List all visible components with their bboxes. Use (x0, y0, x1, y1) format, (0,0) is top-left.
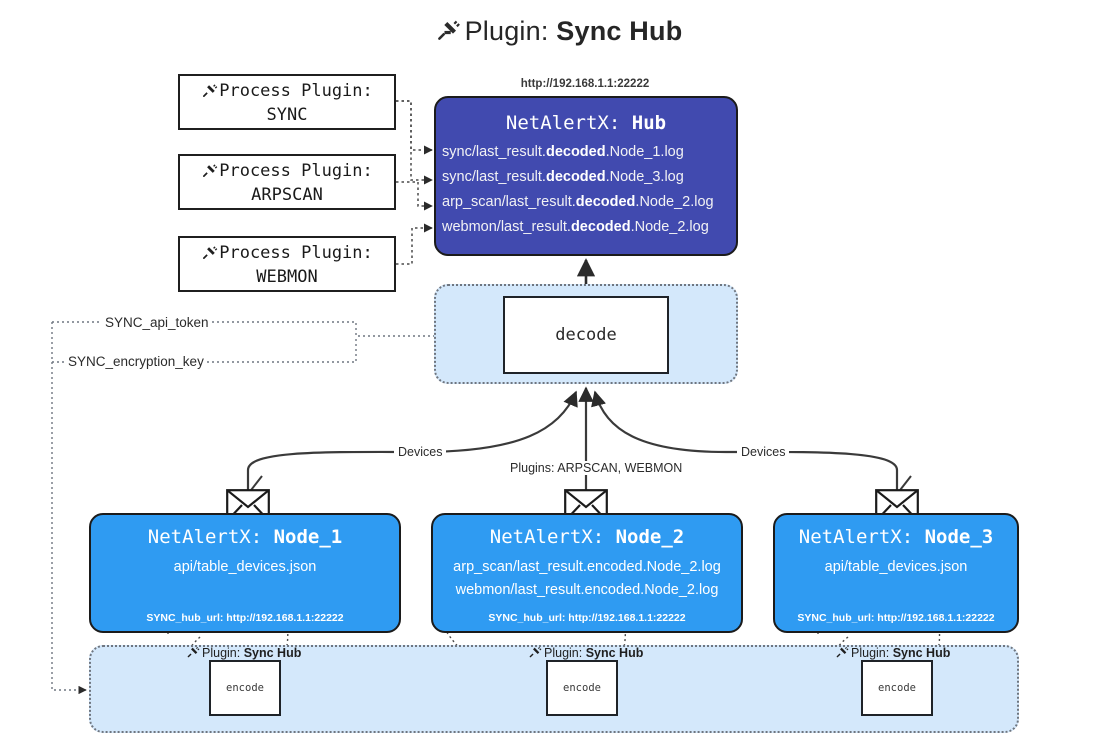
hub-row-post: .Node_1.log (605, 144, 684, 160)
edge-node3-to-decode (591, 390, 899, 494)
node-title: NetAlertX: Node_2 (433, 526, 741, 548)
hub-row-post: .Node_3.log (605, 168, 684, 185)
node-line: api/table_devices.json (824, 559, 968, 575)
hub-row: sync/last_result.decoded.Node_3.log (436, 165, 736, 190)
hub-row: arp_scan/last_result.decoded.Node_2.log (436, 190, 736, 215)
hub-row-bold: decoded (570, 218, 631, 235)
plugin-caption-name: Sync Hub (585, 646, 644, 660)
hub-row: sync/last_result.decoded.Node_1.log (436, 140, 736, 165)
edge-node1-to-decode (246, 390, 578, 494)
plugin-caption-node-3: Plugin: Sync Hub (835, 645, 950, 662)
hub-title-prefix: NetAlertX: (505, 112, 632, 134)
hub-row-post: .Node_2.log (635, 193, 714, 210)
hub-row-list: sync/last_result.decoded.Node_1.log sync… (436, 140, 736, 240)
process-plugin-sync-box[interactable]: Process Plugin: SYNC (178, 74, 396, 130)
edge-sync-to-hub-row1 (396, 100, 433, 155)
node-line-list: api/table_devices.json (775, 556, 1017, 579)
hub-row-bold: decoded (545, 168, 606, 185)
encode-box-node-3[interactable]: encode (861, 660, 933, 716)
process-plugin-label: Process Plugin: (219, 243, 373, 263)
node-line: arp_scan/last_result.encoded.Node_2.log (453, 559, 721, 575)
process-plugin-name: ARPSCAN (251, 184, 323, 205)
plug-icon (186, 645, 200, 662)
hub-row-pre: arp_scan/last_result. (442, 193, 576, 210)
node-line: webmon/last_result.encoded.Node_2.log (455, 582, 719, 599)
node-title-prefix: NetAlertX: (147, 526, 274, 548)
edge-webmon-to-hub-row4 (396, 223, 433, 265)
plugin-caption-prefix: Plugin: (202, 646, 244, 660)
encode-box-node-1[interactable]: encode (209, 660, 281, 716)
node-line-list: api/table_devices.json (91, 556, 399, 579)
node-line: api/table_devices.json (173, 559, 317, 575)
process-plugin-name: WEBMON (256, 266, 318, 287)
node-title: NetAlertX: Node_1 (91, 526, 399, 548)
edge-label-devices-left: Devices (394, 445, 447, 459)
hub-row-post: .Node_2.log (630, 218, 709, 235)
plugin-caption-node-1: Plugin: Sync Hub (186, 645, 301, 662)
decode-box[interactable]: decode (503, 296, 669, 374)
node-title-name: Node_2 (615, 526, 685, 548)
hub-row-bold: decoded (545, 144, 606, 160)
plug-icon (435, 17, 461, 50)
process-plugin-webmon-box[interactable]: Process Plugin: WEBMON (178, 236, 396, 292)
process-plugin-name: SYNC (266, 104, 308, 125)
plug-icon (835, 645, 849, 662)
plug-icon (201, 244, 218, 267)
node-title-name: Node_1 (273, 526, 343, 548)
hub-url-label: http://192.168.1.1:22222 (520, 78, 650, 90)
node-hub-url-label: SYNC_hub_url: http://192.168.1.1:22222 (797, 612, 995, 624)
edge-label-plugins: Plugins: ARPSCAN, WEBMON (506, 461, 687, 475)
plugin-caption-node-2: Plugin: Sync Hub (528, 645, 643, 662)
hub-row-pre: sync/last_result. (442, 144, 546, 160)
edge-sync-to-hub-row2 (396, 100, 433, 185)
hub-title-name: Hub (631, 112, 667, 134)
plugin-caption-name: Sync Hub (243, 646, 302, 660)
hub-title: NetAlertX: Hub (436, 112, 736, 134)
page-title: Plugin: Sync Hub (0, 16, 1117, 50)
process-plugin-arpscan-box[interactable]: Process Plugin: ARPSCAN (178, 154, 396, 210)
plugin-caption-prefix: Plugin: (851, 646, 893, 660)
sync-api-token-label: SYNC_api_token (102, 315, 212, 330)
process-plugin-label: Process Plugin: (219, 161, 373, 181)
sync-encryption-key-label: SYNC_encryption_key (65, 354, 207, 369)
node-title-prefix: NetAlertX: (489, 526, 616, 548)
page-title-prefix: Plugin: (464, 16, 557, 46)
plug-icon (201, 162, 218, 185)
encode-box-node-2[interactable]: encode (546, 660, 618, 716)
edge-label-devices-right: Devices (737, 445, 790, 459)
node-line-list: arp_scan/last_result.encoded.Node_2.log … (433, 556, 741, 603)
hub-box[interactable]: NetAlertX: Hub sync/last_result.decoded.… (434, 96, 738, 256)
hub-row-bold: decoded (575, 193, 636, 210)
hub-row-pre: sync/last_result. (442, 168, 546, 185)
node-title: NetAlertX: Node_3 (775, 526, 1017, 548)
plug-icon (528, 645, 542, 662)
hub-row: webmon/last_result.decoded.Node_2.log (436, 215, 736, 240)
node-box-node-3[interactable]: NetAlertX: Node_3 api/table_devices.json… (773, 513, 1019, 633)
plugin-caption-prefix: Plugin: (544, 646, 586, 660)
edge-keys-to-plugin-strip (51, 322, 87, 695)
node-box-node-2[interactable]: NetAlertX: Node_2 arp_scan/last_result.e… (431, 513, 743, 633)
node-title-name: Node_3 (924, 526, 994, 548)
plug-icon (201, 82, 218, 105)
hub-row-pre: webmon/last_result. (442, 218, 571, 235)
node-box-node-1[interactable]: NetAlertX: Node_1 api/table_devices.json… (89, 513, 401, 633)
node-hub-url-label: SYNC_hub_url: http://192.168.1.1:22222 (488, 612, 686, 624)
node-title-prefix: NetAlertX: (798, 526, 925, 548)
page-title-name: Sync Hub (556, 16, 683, 46)
plugin-caption-name: Sync Hub (892, 646, 951, 660)
node-hub-url-label: SYNC_hub_url: http://192.168.1.1:22222 (146, 612, 344, 624)
process-plugin-label: Process Plugin: (219, 81, 373, 101)
edge-arpscan-to-hub-row3 (396, 181, 433, 211)
